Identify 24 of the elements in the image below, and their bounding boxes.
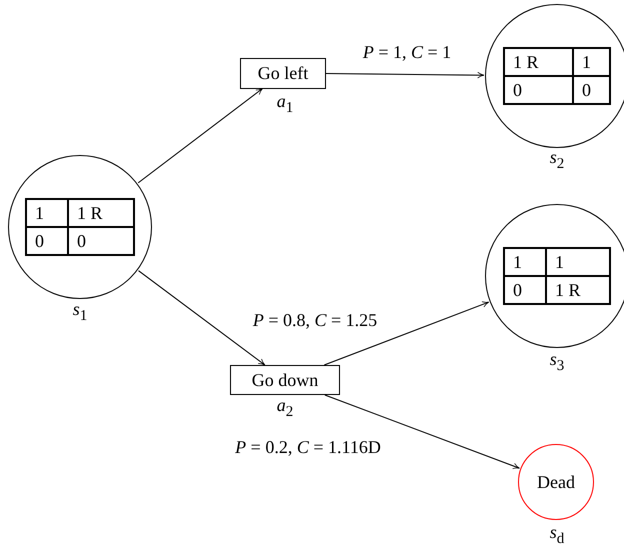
node-label: Dead: [537, 472, 575, 492]
table-cell-text: 1: [34, 202, 45, 225]
table-cell: 0: [505, 275, 545, 303]
action-box: [230, 365, 340, 395]
state-circle: [485, 4, 624, 148]
table-cell: 0: [505, 75, 572, 103]
node-label: Go left: [258, 62, 308, 84]
table-cell-text: 1 R: [512, 51, 540, 74]
table-cell-text: 1: [512, 251, 523, 274]
edge-label: P = 0.8, C = 1.25: [252, 311, 378, 329]
table-cell: 0: [27, 226, 67, 254]
table-cell: 1 R: [545, 275, 609, 303]
edge-label: P = 1, C = 1: [362, 43, 452, 61]
state-circle: [518, 444, 594, 520]
table-cell: 1 R: [67, 200, 133, 226]
state-circle: [8, 155, 152, 299]
state-circle: [485, 204, 624, 348]
table-cell: 1: [572, 49, 609, 75]
action-box: [240, 58, 326, 88]
table-cell: 0: [67, 226, 133, 254]
table-cell: 1: [545, 249, 609, 275]
table-cell: 0: [572, 75, 609, 103]
edge-label: P = 0.2, C = 1.116D: [235, 438, 381, 456]
node-label: Go down: [252, 370, 318, 390]
